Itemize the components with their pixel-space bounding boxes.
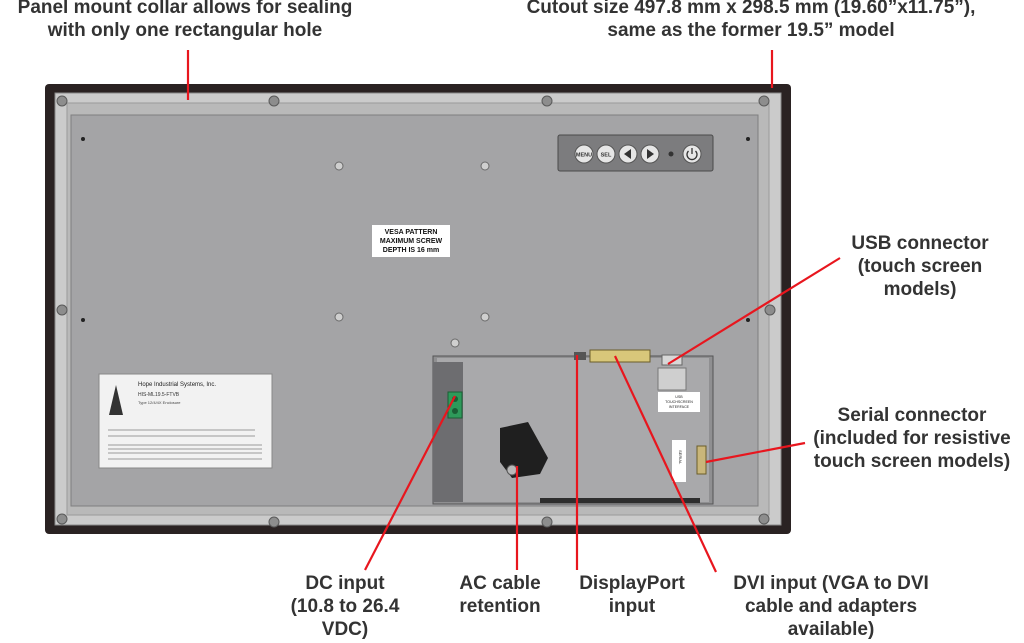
dc-input-leader [364,395,456,571]
callout-serial: Serial connector (included for resistive… [800,404,1024,473]
callout-displayport-line-1: DisplayPort [579,573,685,594]
callout-usb-line-2: (touch screen [857,256,983,277]
callout-serial-line-3: touch screen models) [813,451,1011,472]
usb-sticker-line-3: INTERFACE [669,405,690,409]
usb-leader [667,257,841,365]
callout-usb: USB connector (touch screen models) [820,232,1020,301]
callout-displayport: DisplayPort input [566,572,698,618]
callout-usb-line-1: USB connector [851,233,989,254]
dvi-leader [614,355,717,573]
callout-cutout-line-2: same as the former 19.5” model [607,20,895,41]
serial-sticker-text: SERIAL [678,450,683,465]
callout-dvi-line-2: cable and adapters [744,596,918,617]
callout-serial-line-2: (included for resistive [813,428,1011,449]
callout-lines [186,50,841,573]
usb-connector [661,354,683,366]
callout-displayport-line-2: input [608,596,656,617]
serial-sticker [672,440,686,482]
nameplate-company: Hope Industrial Systems, Inc. [138,382,216,388]
callout-panel-mount-line-1: Panel mount collar allows for sealing [17,0,353,18]
vesa-screws [334,161,490,348]
callout-ac-retention-line-2: retention [459,596,541,617]
callout-dc-input-line-1: DC input [305,573,385,594]
serial-leader [705,441,806,464]
dvi-connector [589,349,651,363]
usb-sticker-line-1: USB [675,395,683,399]
vesa-label-line-1: VESA PATTERN [385,229,438,236]
panel-holes [81,137,750,322]
callout-dvi: DVI input (VGA to DVI cable and adapters… [706,572,956,641]
displayport-connector [574,352,586,360]
dc-terminal-block [447,391,463,419]
callout-usb-line-3: models) [883,279,957,300]
sel-button-label: SEL [601,153,612,159]
cavity-side-wall [433,362,463,502]
retention-screw [506,464,518,476]
callout-cutout: Cutout size 497.8 mm x 298.5 mm (19.60”x… [478,0,1024,42]
vesa-label-line-2: MAXIMUM SCREW [380,238,443,245]
callout-serial-line-1: Serial connector [837,405,987,426]
usb-cable-plug [657,367,687,391]
callout-cutout-line-1: Cutout size 497.8 mm x 298.5 mm (19.60”x… [526,0,976,18]
callout-dc-input-line-3: VDC) [321,619,369,640]
callout-panel-mount-line-2: with only one rectangular hole [47,20,323,41]
usb-sticker [658,392,700,412]
lighthouse-logo [109,385,123,415]
nameplate-fine-print [108,429,262,460]
power-icon [686,150,698,161]
nameplate-type: Type 12/4/4X Enclosure [138,400,181,405]
serial-connector [696,445,707,475]
callout-panel-mount: Panel mount collar allows for sealing wi… [0,0,370,42]
ac-cable-retention-clip [500,422,548,478]
status-led [668,151,674,157]
callout-dc-input-line-2: (10.8 to 26.4 [290,596,400,617]
callout-ac-retention: AC cable retention [440,572,560,618]
callout-dvi-line-1: DVI input (VGA to DVI [733,573,929,594]
callout-ac-retention-line-1: AC cable [459,573,541,594]
osd-button-strip: MENU SEL [557,134,714,172]
menu-button[interactable] [574,144,594,164]
vesa-label-line-3: DEPTH IS 16 mm [383,247,439,254]
callout-dvi-line-3: available) [787,619,875,640]
mounting-rail [540,498,700,503]
menu-button-label: MENU [576,153,592,159]
callout-dc-input: DC input (10.8 to 26.4 VDC) [265,572,425,641]
collar-bolts [56,95,776,528]
sel-button[interactable] [596,144,616,164]
vesa-label: VESA PATTERN MAXIMUM SCREW DEPTH IS 16 m… [372,225,450,257]
usb-sticker-line-2: TOUCHSCREEN [665,400,693,404]
left-arrow-icon [624,149,631,159]
right-arrow-icon [647,149,654,159]
nameplate-model: HIS-ML19.5-FTVB [138,392,180,398]
nameplate: Hope Industrial Systems, Inc. HIS-ML19.5… [98,373,273,469]
